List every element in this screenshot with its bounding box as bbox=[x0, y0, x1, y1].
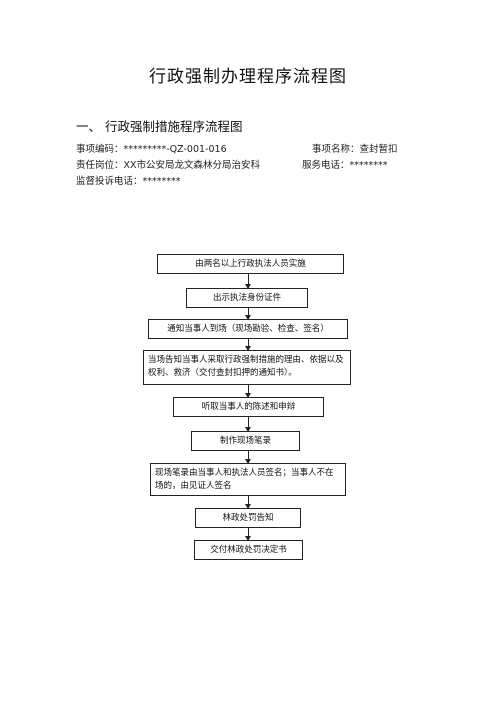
flow-step-7: 现场笔录由当事人和执法人员签名；当事人不在场的，由见证人签名 bbox=[150, 463, 346, 496]
flow-step-1: 由两名以上行政执法人员实施 bbox=[157, 254, 344, 274]
flow-step-2: 出示执法身份证件 bbox=[186, 288, 308, 308]
flow-arrow-6 bbox=[245, 451, 251, 464]
document-title: 行政强制办理程序流程图 bbox=[149, 67, 347, 87]
flow-arrow-1 bbox=[245, 274, 251, 289]
service-phone: 服务电话：******** bbox=[302, 160, 388, 171]
flow-arrow-4 bbox=[245, 385, 251, 398]
flow-arrow-3 bbox=[245, 339, 251, 351]
item-code: 事项编码：*********-QZ-001-016 bbox=[76, 144, 227, 155]
flow-step-5: 听取当事人的陈述和申辩 bbox=[173, 397, 324, 417]
complaint-phone: 监督投诉电话：******** bbox=[76, 176, 181, 187]
flow-arrow-5 bbox=[245, 417, 251, 432]
flow-step-6: 制作现场笔录 bbox=[191, 431, 300, 451]
flow-step-3: 通知当事人到场（现场勘验、检查、签名） bbox=[148, 319, 348, 339]
flow-step-4: 当场告知当事人采取行政强制措施的理由、依据以及权利、救济（交付查封扣押的通知书）… bbox=[143, 350, 351, 385]
flow-arrow-2 bbox=[245, 308, 251, 320]
flow-arrow-7 bbox=[245, 496, 251, 509]
flow-step-9: 交付林政处罚决定书 bbox=[194, 540, 303, 560]
flow-arrow-8 bbox=[245, 528, 251, 541]
responsible-post: 责任岗位：XX市公安局龙文森林分局治安科 bbox=[76, 160, 261, 171]
section-heading: 一、 行政强制措施程序流程图 bbox=[76, 119, 243, 134]
item-name: 事项名称：查封暂扣 bbox=[312, 144, 398, 155]
flow-step-8: 林政处罚告知 bbox=[195, 508, 301, 528]
